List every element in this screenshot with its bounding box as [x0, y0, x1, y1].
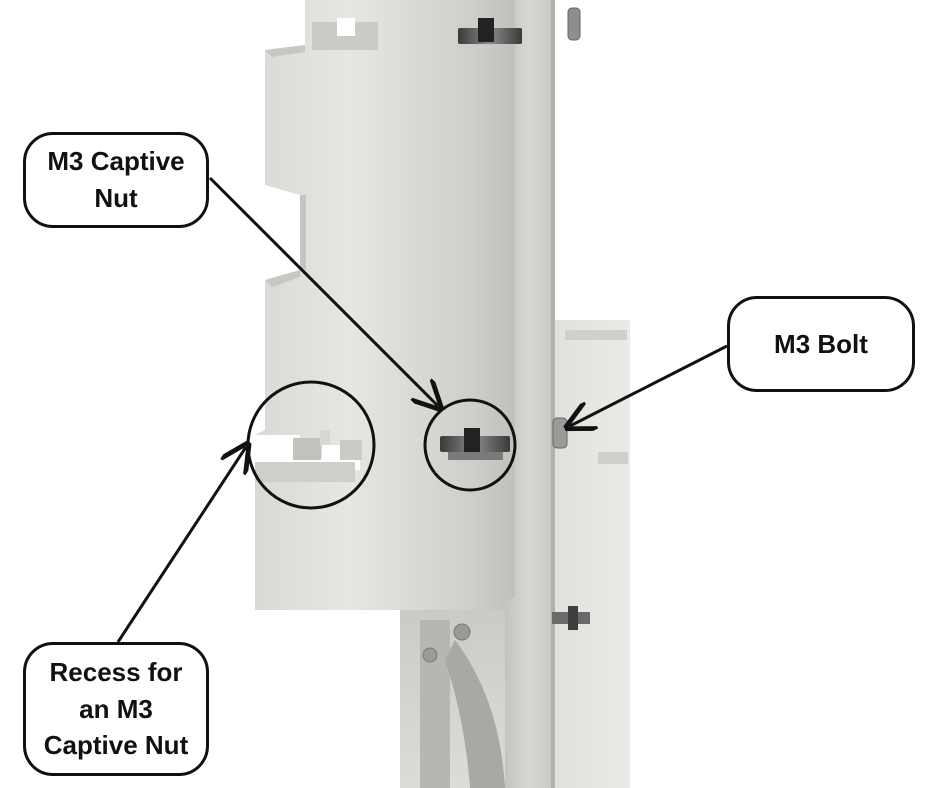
callout-m3-captive-nut: M3 Captive Nut [23, 132, 209, 228]
mounting-plate [255, 0, 525, 610]
captive-nut [440, 428, 510, 460]
callout-label-line: Captive Nut [43, 730, 189, 761]
callout-label-line: Nut [94, 183, 138, 213]
callout-m3-bolt: M3 Bolt [727, 296, 915, 392]
captive-nut-top [458, 18, 522, 44]
captive-nut-arrow [208, 176, 438, 406]
callout-recess-for-captive-nut: Recess for an M3 Captive Nut [23, 642, 209, 776]
callout-label-line: Recess for [49, 656, 183, 687]
captive-nut-highlight-circle [423, 398, 517, 492]
callout-label-line: M3 Captive [47, 146, 185, 177]
m3-bolt-head [552, 417, 568, 449]
recess-arrow [116, 447, 246, 643]
top-bolt-head [567, 7, 581, 41]
bolt-arrow [570, 344, 728, 426]
callout-label-line: M3 Bolt [774, 328, 868, 359]
lower-bracket [400, 600, 530, 788]
lower-screw [552, 606, 590, 630]
callout-label-line: an M3 [79, 693, 153, 724]
vertical-plate [505, 0, 555, 788]
